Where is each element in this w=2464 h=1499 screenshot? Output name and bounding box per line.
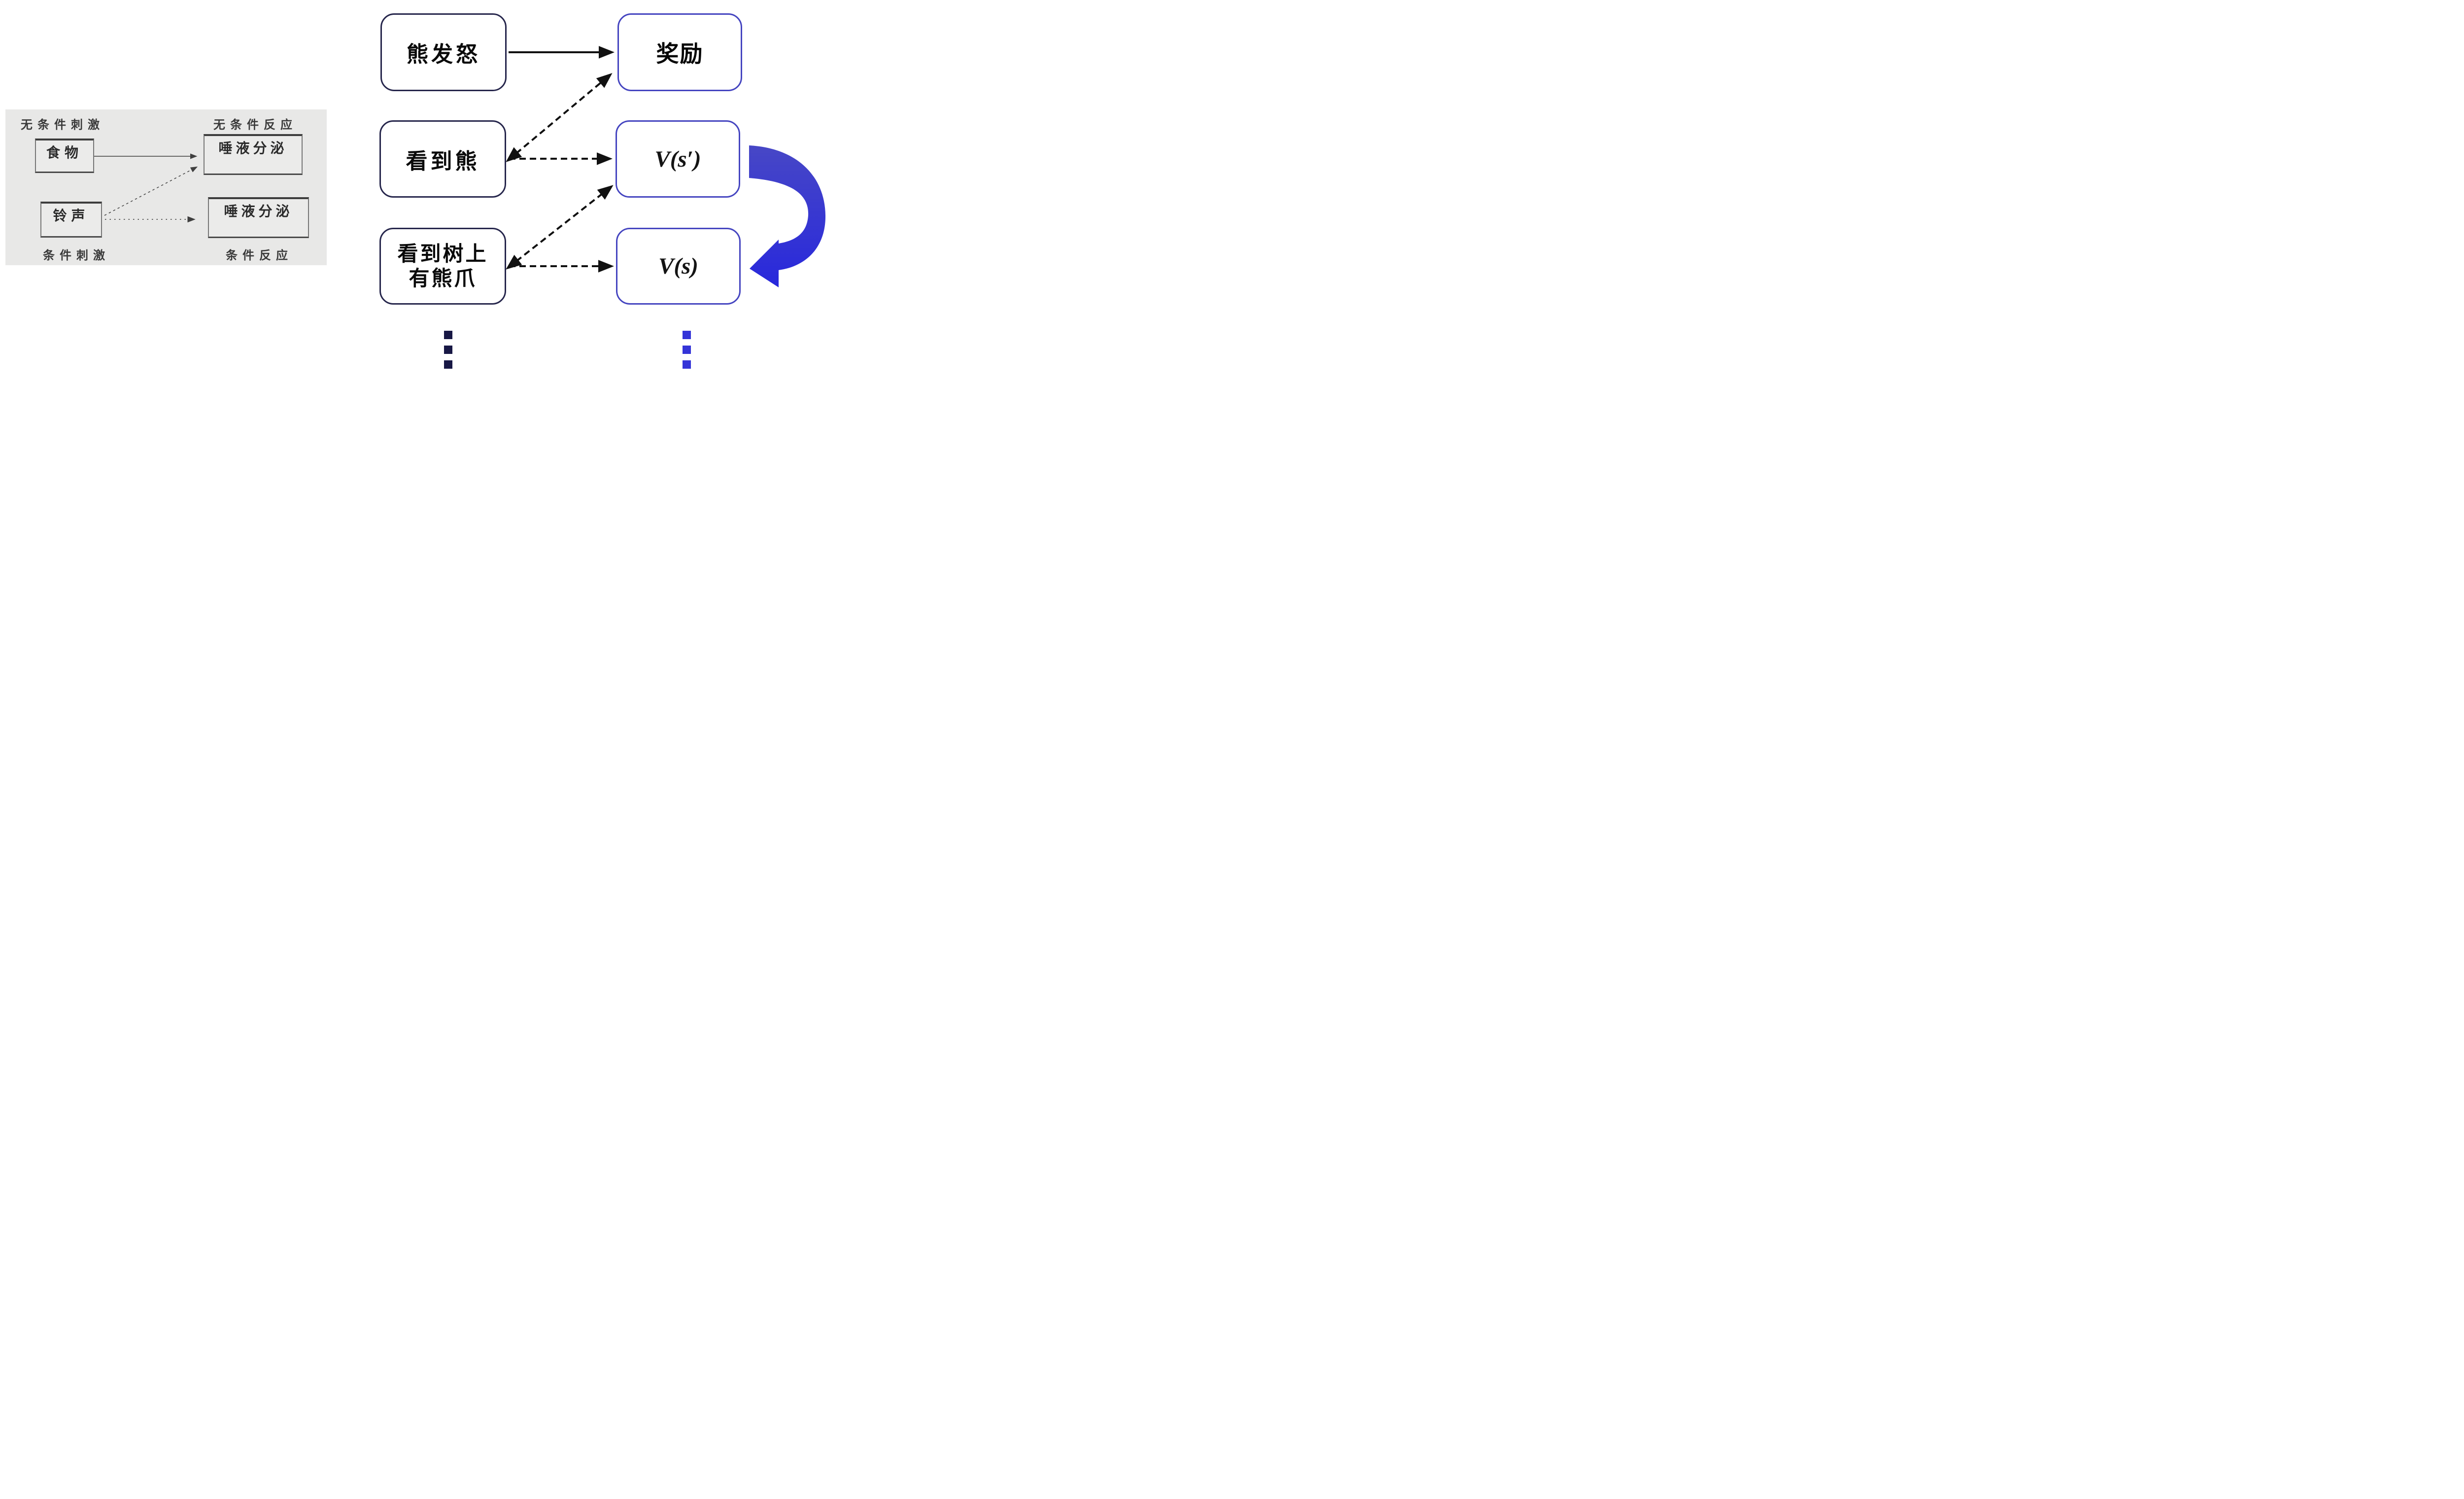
ellipsis-dot: [683, 331, 691, 339]
state-box-see-claw-marks: 看到树上 有熊爪: [379, 228, 506, 305]
arrow-bell-to-salivation-top-dashed: [104, 166, 198, 216]
box-bell: 铃声: [40, 202, 102, 238]
label-unconditioned-response: 无条件反应: [213, 118, 297, 132]
diagram-canvas: 无条件刺激 无条件反应 条件刺激 条件反应 食物 唾液分泌 铃声 唾液分泌 熊发…: [0, 0, 827, 375]
ellipsis-dot: [444, 360, 452, 369]
arrows-overlay: [94, 46, 826, 287]
label-unconditioned-stimulus: 无条件刺激: [21, 118, 104, 132]
box-salivation-bottom-label: 唾液分泌: [224, 204, 293, 219]
v-s-prime-label: V(s′): [654, 146, 701, 172]
state-see-bear-label: 看到熊: [406, 149, 480, 174]
box-salivation-bottom: 唾液分泌: [208, 197, 309, 238]
ellipsis-dot: [683, 360, 691, 369]
box-bell-label: 铃声: [53, 208, 90, 223]
box-salivation-top-label: 唾液分泌: [218, 140, 288, 156]
ellipsis-dot: [683, 346, 691, 354]
state-bear-angry-label: 熊发怒: [407, 42, 480, 67]
ellipsis-states: [444, 331, 452, 369]
box-salivation-top: 唾液分泌: [204, 134, 303, 175]
value-box-reward: 奖励: [617, 13, 742, 91]
arrow-see-claw-to-v-s-prime-dashed: [506, 185, 614, 270]
loop-arrow-icon: [749, 145, 826, 287]
state-see-claw-line1: 看到树上: [397, 242, 488, 266]
ellipsis-values: [683, 331, 691, 369]
box-food-label: 食物: [46, 145, 83, 160]
value-box-v-s: V(s): [616, 228, 741, 305]
ellipsis-dot: [444, 331, 452, 339]
arrow-see-bear-to-reward-dashed: [506, 73, 613, 162]
v-s-label: V(s): [658, 253, 698, 279]
ellipsis-dot: [444, 346, 452, 354]
state-box-see-bear: 看到熊: [379, 120, 506, 198]
conditioning-panel: 无条件刺激 无条件反应 条件刺激 条件反应 食物 唾液分泌 铃声 唾液分泌: [5, 109, 327, 265]
value-box-v-s-prime: V(s′): [616, 120, 740, 198]
reward-label: 奖励: [656, 41, 704, 67]
state-box-bear-angry: 熊发怒: [380, 13, 507, 91]
state-see-claw-line2: 有熊爪: [409, 267, 477, 290]
label-conditioned-stimulus: 条件刺激: [43, 249, 110, 262]
box-food: 食物: [35, 139, 94, 173]
label-conditioned-response: 条件反应: [226, 249, 293, 262]
